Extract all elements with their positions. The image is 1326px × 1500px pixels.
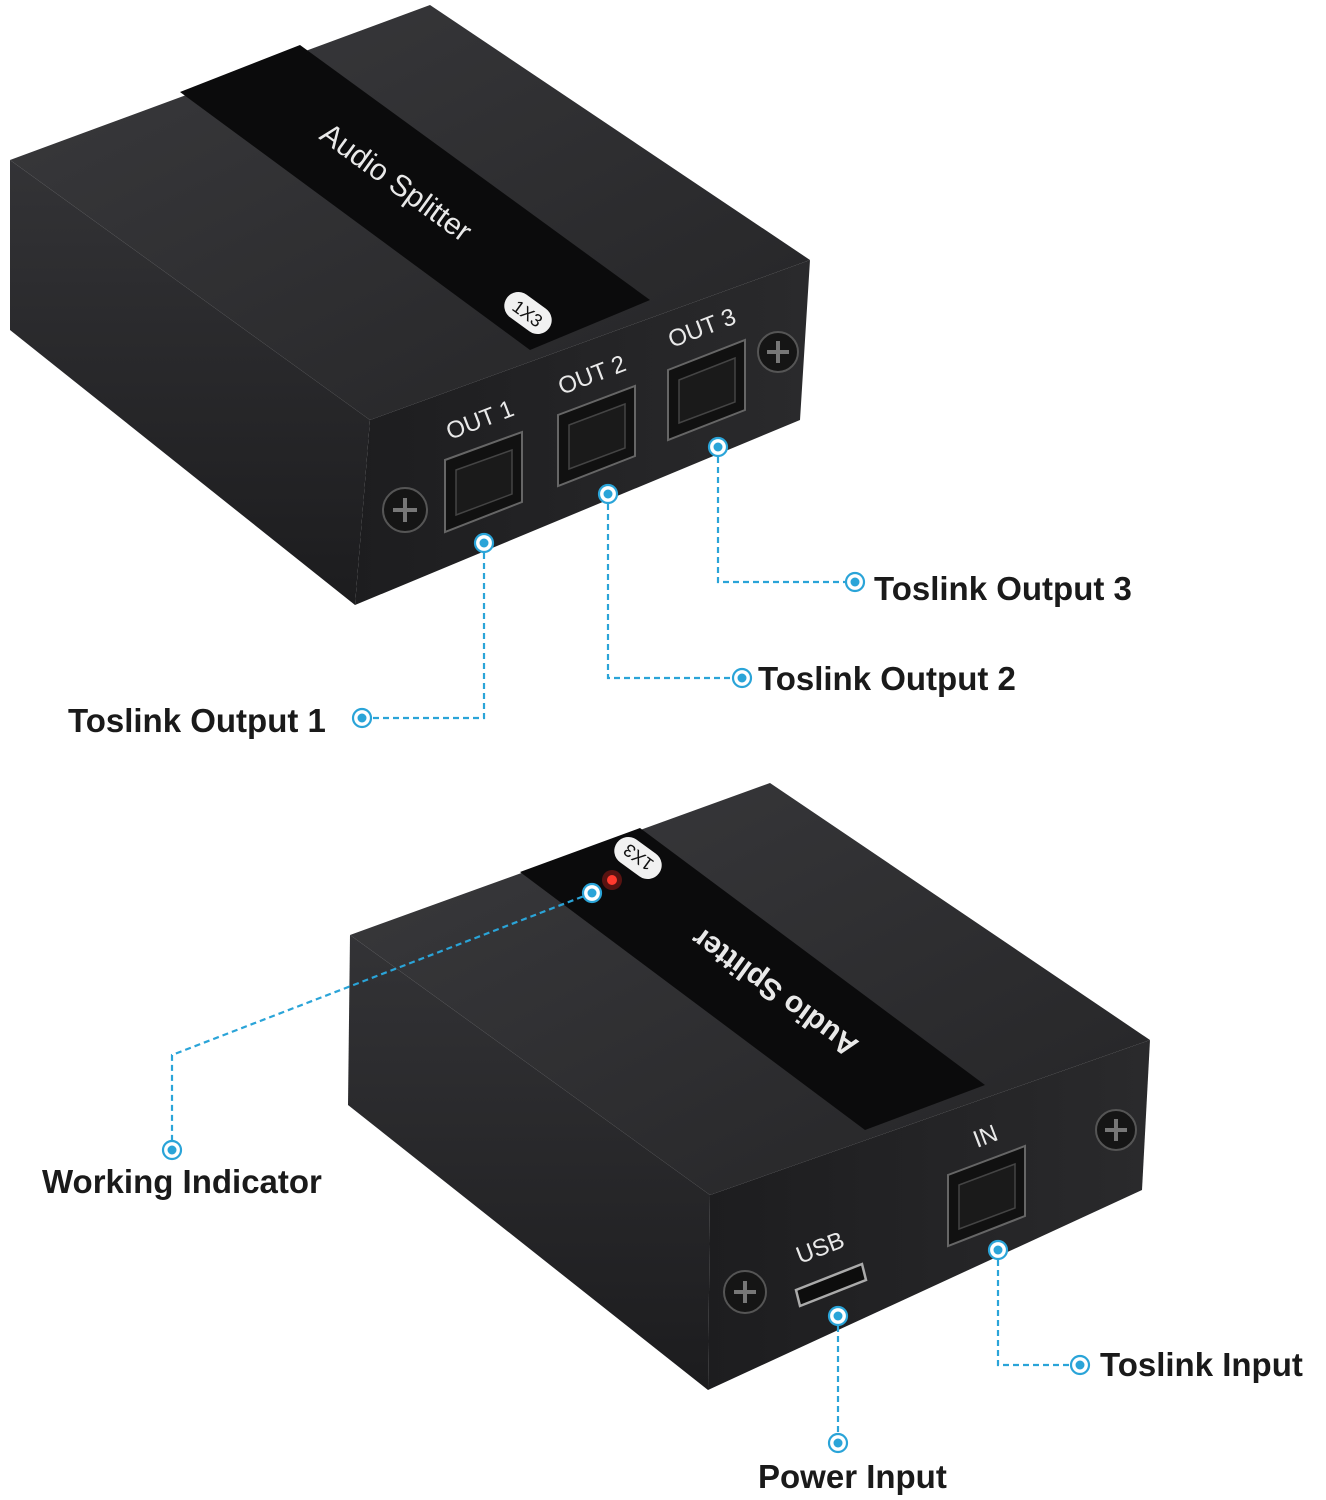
bottom-device-label-band <box>520 828 985 1130</box>
callout-output2: Toslink Output 2 <box>597 483 1016 697</box>
screw-icon <box>723 1270 767 1314</box>
callout-indicator: Working Indicator <box>42 882 603 1200</box>
callout-output3: Toslink Output 3 <box>707 436 1132 607</box>
top-splitter-device: Audio Splitter 1X3 OUT 1 OUT 2 OUT 3 <box>10 5 810 605</box>
top-device-side <box>10 160 370 605</box>
callout-label-input: Toslink Input <box>1100 1346 1303 1383</box>
callout-power: Power Input <box>758 1305 947 1495</box>
callout-label-output1: Toslink Output 1 <box>68 702 326 739</box>
callout-label-indicator: Working Indicator <box>42 1163 322 1200</box>
top-device-label-band <box>180 45 650 350</box>
toslink-port-in <box>947 1144 1026 1248</box>
micro-usb-port <box>794 1262 868 1308</box>
toslink-port-out2 <box>557 384 636 488</box>
screw-icon <box>757 331 799 373</box>
bottom-device-side <box>348 935 710 1390</box>
callout-label-output3: Toslink Output 3 <box>874 570 1132 607</box>
callout-label-output2: Toslink Output 2 <box>758 660 1016 697</box>
bottom-splitter-device: Audio Splitter 1X3 IN USB <box>348 783 1150 1390</box>
callout-output1: Toslink Output 1 <box>68 532 495 739</box>
working-indicator-led <box>602 870 622 890</box>
toslink-port-out3 <box>667 338 746 442</box>
screw-icon <box>1095 1109 1137 1151</box>
callout-label-power: Power Input <box>758 1458 947 1495</box>
callout-input: Toslink Input <box>987 1239 1303 1383</box>
toslink-port-out1 <box>444 430 523 534</box>
screw-icon <box>382 487 428 533</box>
bottom-device-front-panel <box>708 1040 1150 1390</box>
